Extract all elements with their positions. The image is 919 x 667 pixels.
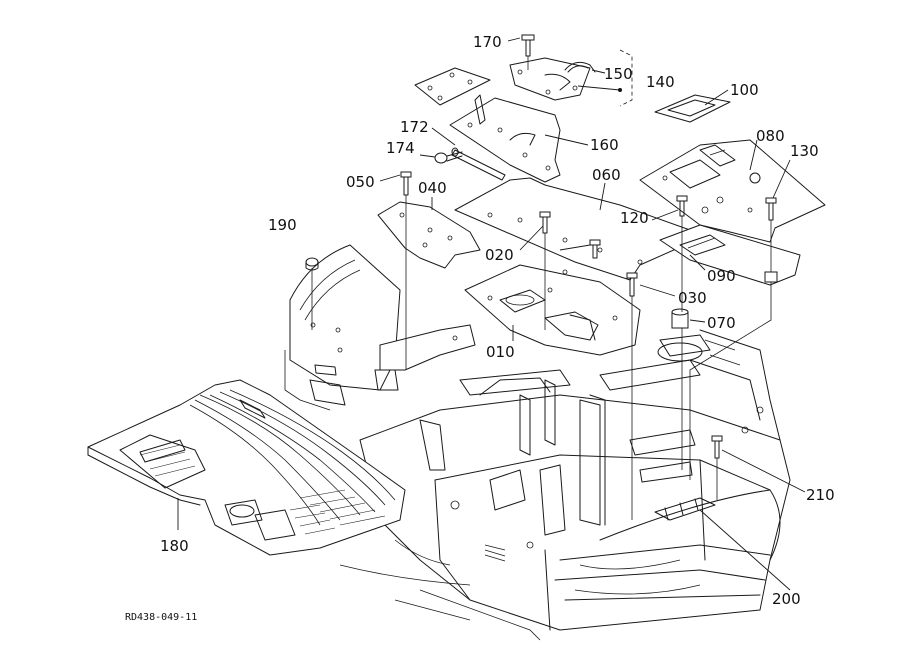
part-label-200: 200	[772, 590, 801, 608]
panel-080	[639, 94, 826, 286]
bolt-130-icon	[764, 197, 778, 283]
part-label-030: 030	[678, 289, 707, 307]
part-label-010: 010	[486, 343, 515, 361]
part-label-060: 060	[592, 166, 621, 184]
part-label-040: 040	[418, 179, 447, 197]
plate-160	[449, 94, 561, 183]
diagram-reference-code: RD438-049-11	[125, 612, 197, 623]
part-label-172: 172	[400, 118, 429, 136]
part-label-160: 160	[590, 136, 619, 154]
bolt-050-icon	[400, 171, 412, 196]
part-label-180: 180	[160, 537, 189, 555]
machine-frame	[339, 329, 791, 641]
part-label-070: 070	[707, 314, 736, 332]
cover-plate-140	[414, 57, 596, 106]
grommet-190-icon	[305, 257, 319, 271]
part-label-090: 090	[707, 267, 736, 285]
part-label-174: 174	[386, 139, 415, 157]
clamp-200-icon	[654, 497, 716, 521]
bolt-170-icon	[521, 34, 535, 57]
part-label-100: 100	[730, 81, 759, 99]
part-label-190: 190	[268, 216, 297, 234]
rod-172	[451, 147, 506, 181]
bolt-174-icon	[434, 151, 463, 164]
part-labels: 170 150 140 100 172 160 174 080 130 050 …	[160, 33, 835, 608]
plate-040	[377, 201, 481, 269]
part-label-130: 130	[790, 142, 819, 160]
spacer-070-icon	[671, 308, 689, 329]
assembly-lines	[311, 49, 772, 520]
bolt-210-icon	[711, 435, 723, 459]
part-label-120: 120	[620, 209, 649, 227]
part-label-020: 020	[485, 246, 514, 264]
part-label-170: 170	[473, 33, 502, 51]
plate-010	[464, 264, 641, 356]
leader-lines	[177, 37, 806, 591]
part-label-210: 210	[806, 486, 835, 504]
bolt-030-icon	[626, 272, 638, 297]
plate-060	[454, 177, 691, 281]
floor-mat	[87, 379, 406, 556]
part-label-150: 150	[604, 65, 633, 83]
left-side-cover	[284, 244, 476, 411]
part-label-080: 080	[756, 127, 785, 145]
part-label-050: 050	[346, 173, 375, 191]
part-label-140: 140	[646, 73, 675, 91]
